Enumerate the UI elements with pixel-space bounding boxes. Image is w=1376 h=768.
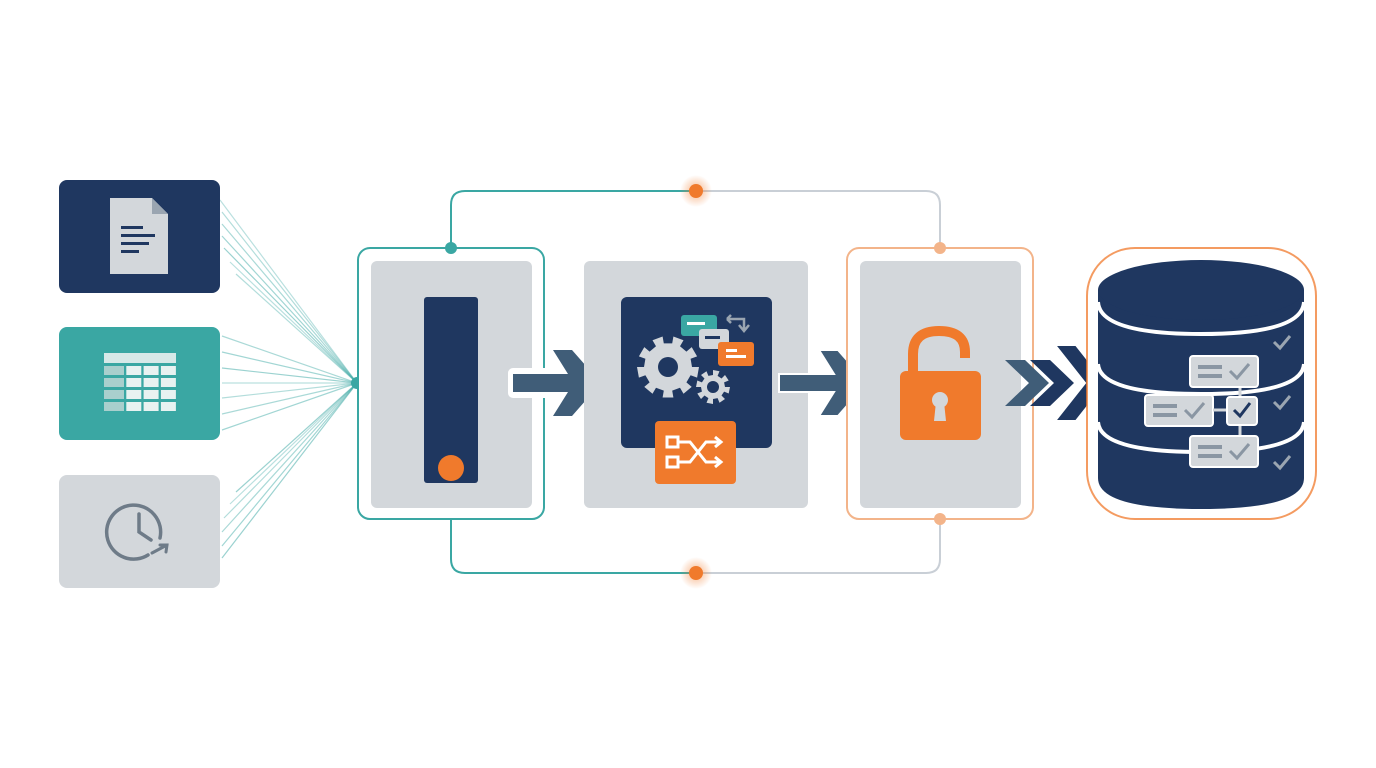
fan-line	[221, 382, 358, 431]
fan-line	[221, 223, 358, 384]
stage-database	[1086, 247, 1317, 520]
loop-bottom-teal	[450, 519, 696, 574]
loop-top-teal	[450, 190, 696, 248]
fan-line	[221, 351, 358, 384]
source-document-tile	[59, 180, 220, 293]
loop-node-top	[680, 175, 712, 207]
spreadsheet-icon	[104, 353, 176, 411]
stage-ingestion	[357, 242, 545, 520]
large-gear-icon	[637, 336, 699, 398]
fan-line	[219, 199, 358, 384]
stage-transform	[584, 261, 808, 508]
flow-arrow-1	[508, 343, 603, 423]
fan-line	[221, 382, 358, 533]
document-icon	[110, 198, 168, 274]
shuffle-icon	[655, 421, 736, 484]
stage-unlock-top-node	[934, 242, 946, 254]
loop-lines	[450, 190, 941, 574]
fan-line	[221, 382, 358, 399]
gears-transform-icon	[637, 314, 754, 484]
validation-card-2	[1144, 394, 1258, 427]
fan-line	[221, 211, 358, 384]
source-schedule-tile	[59, 475, 220, 588]
stage-ingestion-top-node	[445, 242, 457, 254]
loop-top-gray	[696, 190, 941, 248]
ingestion-pipe-icon	[424, 297, 478, 483]
message-cards-icon	[681, 314, 754, 366]
fan-line	[221, 382, 358, 559]
fan-line	[221, 382, 358, 415]
fan-line	[221, 235, 358, 384]
fan-line	[223, 247, 358, 384]
fan-in-lines	[219, 199, 358, 559]
fan-line	[235, 382, 358, 493]
small-gear-icon	[696, 370, 730, 404]
loop-bottom-gray	[696, 519, 941, 574]
fan-line	[221, 367, 358, 384]
unlocked-padlock-icon	[900, 325, 981, 440]
source-spreadsheet-tile	[59, 327, 220, 440]
stage-unlock-bottom-node	[934, 513, 946, 525]
fan-line	[229, 382, 358, 505]
clock-refresh-icon	[104, 503, 169, 561]
validation-card-3	[1189, 435, 1259, 468]
fan-line	[229, 261, 358, 384]
database-validation-icon	[1096, 260, 1306, 509]
fan-line	[235, 273, 358, 384]
validation-card-1	[1189, 355, 1259, 388]
fan-line	[221, 382, 358, 547]
fan-line	[221, 335, 358, 384]
fan-line	[223, 382, 358, 519]
stage-unlock	[846, 242, 1034, 525]
loop-node-bottom	[680, 557, 712, 589]
